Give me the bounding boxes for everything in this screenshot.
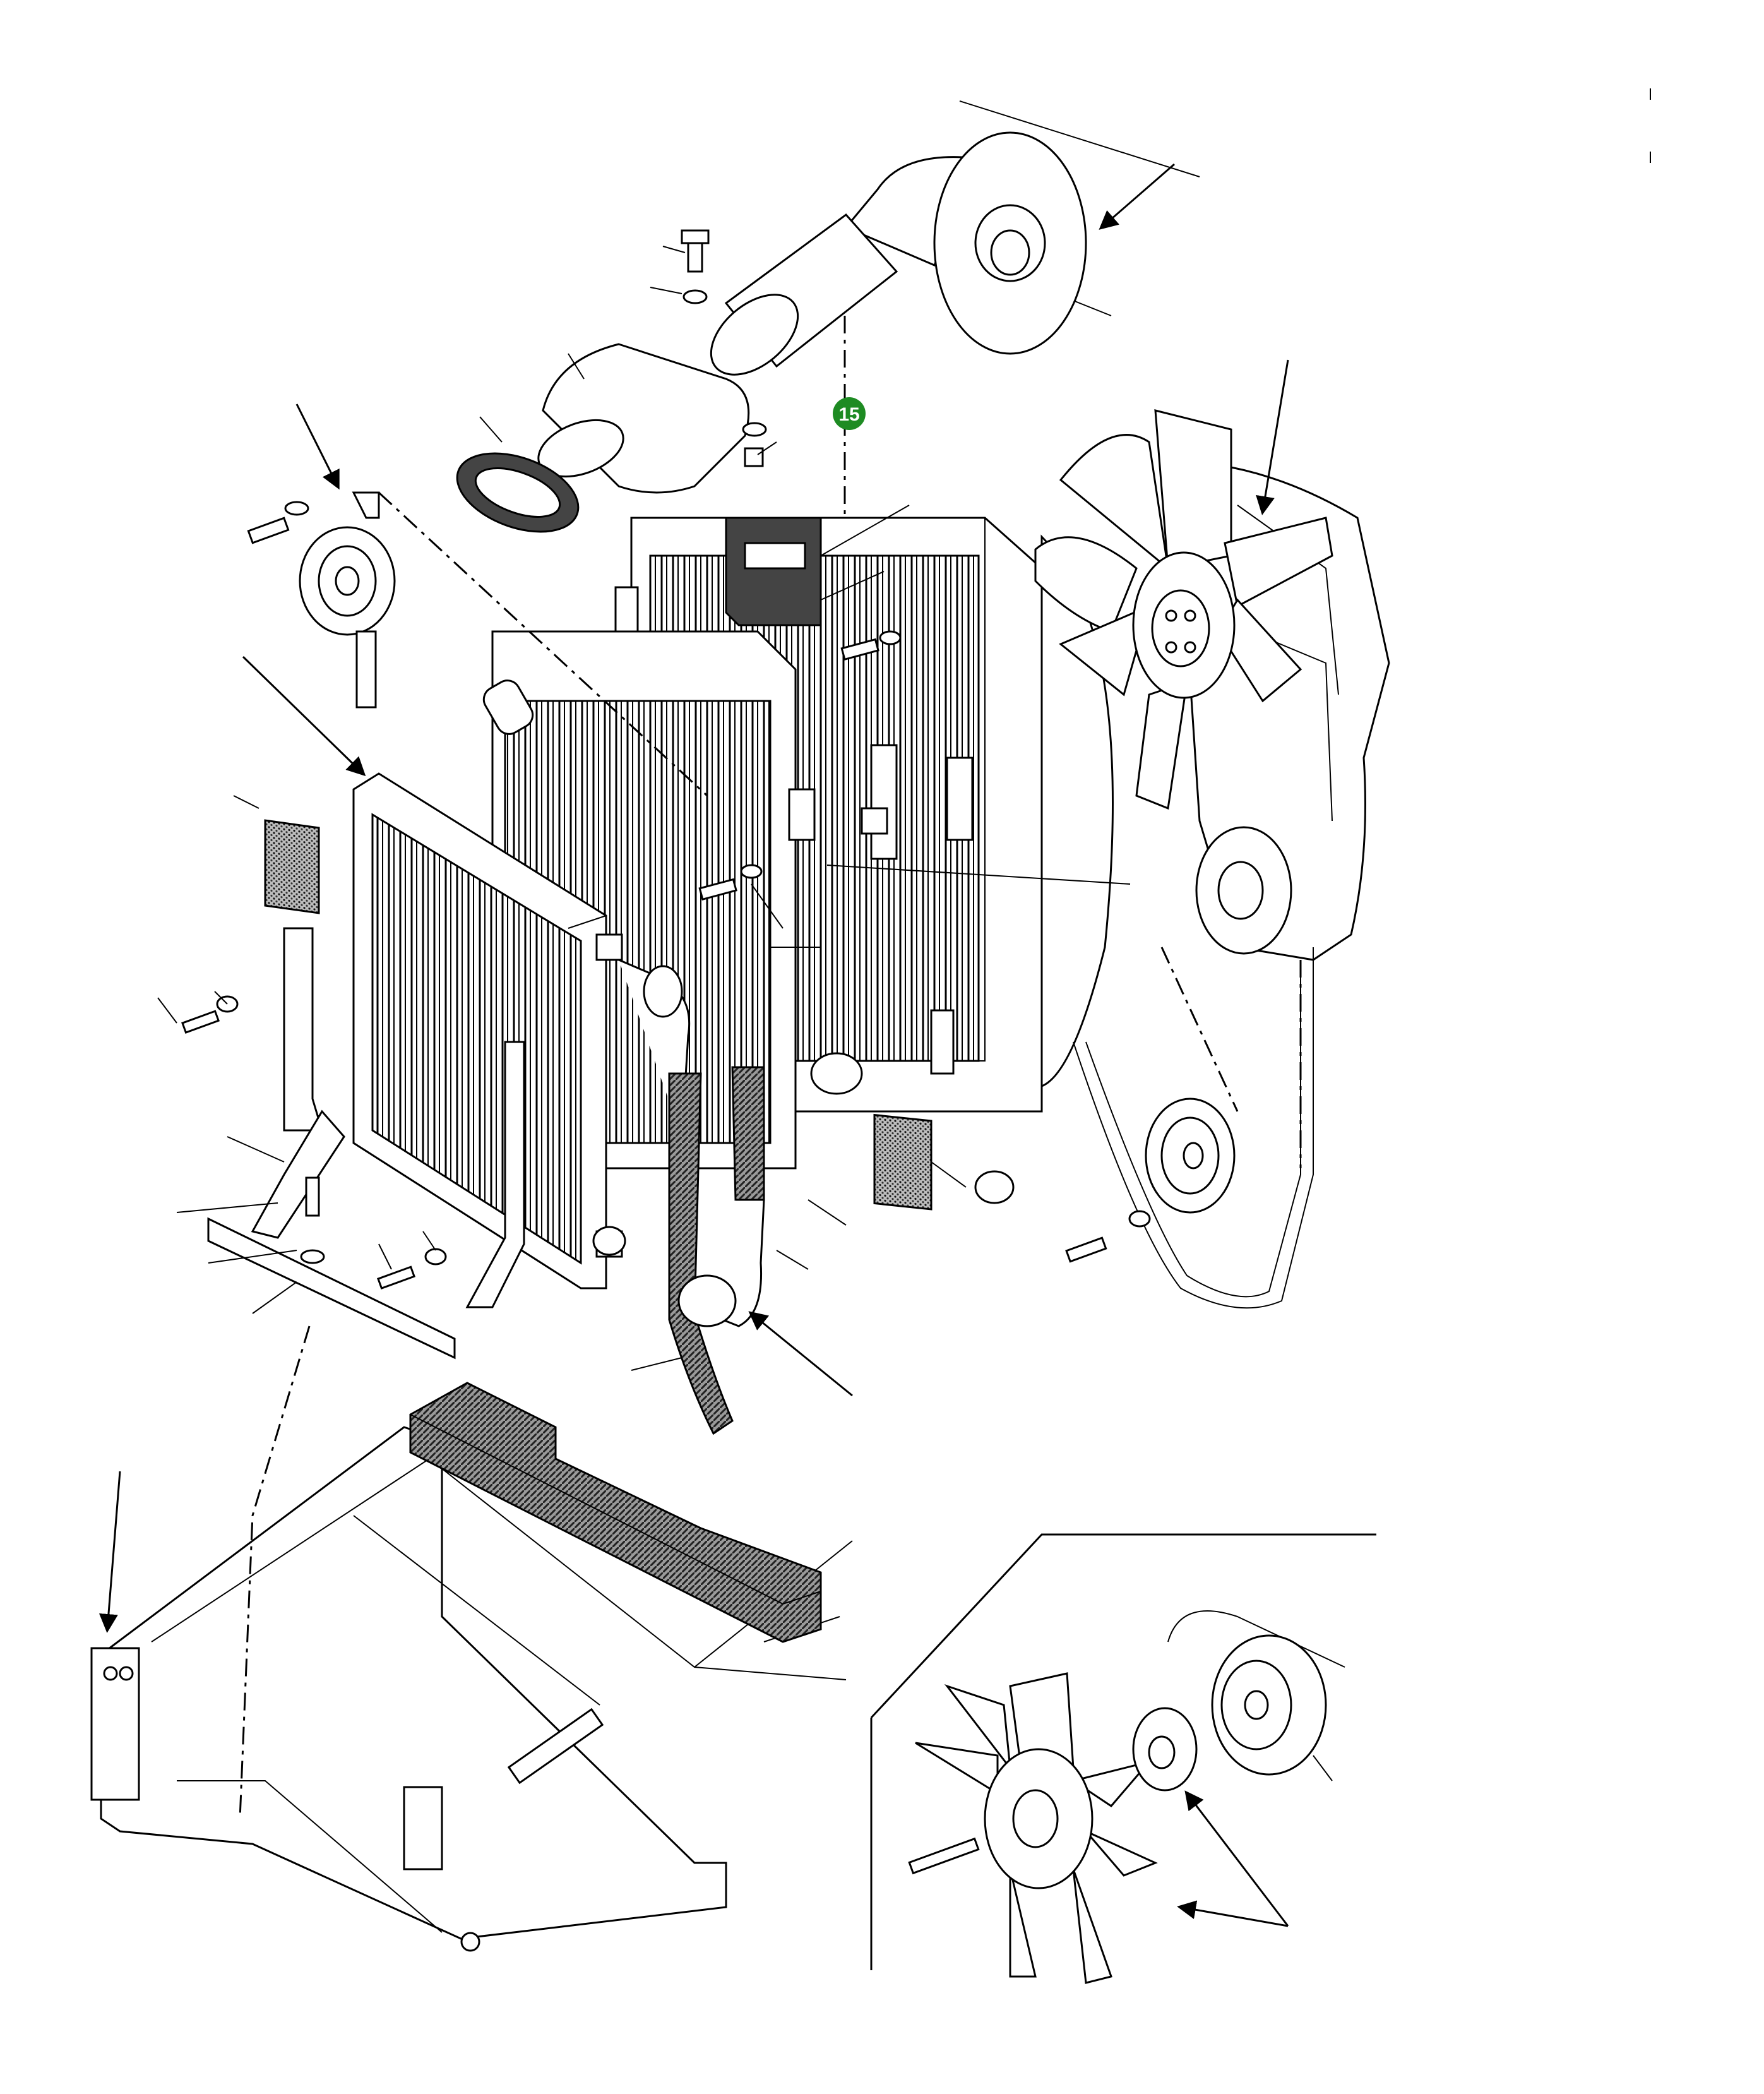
rubber-block-left	[233, 795, 320, 914]
inset-fan	[908, 1672, 1158, 1984]
clamp-washer	[742, 422, 767, 437]
horn-arrow	[295, 404, 340, 490]
chassis-arrow	[98, 1471, 121, 1633]
horn	[247, 491, 396, 709]
rubber-block-right	[873, 1113, 967, 1211]
radiator-bracket	[861, 744, 955, 1075]
leader-lines	[157, 441, 1131, 1642]
oil-cooler	[352, 772, 623, 1289]
top-bolt	[650, 229, 710, 304]
inset-arrow	[1177, 1790, 1289, 1927]
hose-arrow	[748, 1311, 853, 1397]
fan-arrow	[1256, 359, 1289, 515]
inset-pulley	[1167, 1610, 1345, 1781]
clamp-nut	[744, 447, 764, 467]
chassis-leader	[239, 1325, 311, 1819]
pulley-leader	[1160, 947, 1239, 1112]
foam-strip	[409, 1382, 822, 1643]
inset-frame	[870, 1533, 1376, 1970]
chassis-frame	[90, 1426, 853, 1952]
air-cleaner	[710, 100, 1200, 376]
air-duct-hose	[537, 343, 750, 494]
oil-cooler-arrow	[242, 655, 366, 777]
callout-badge[interactable]: 15	[833, 397, 866, 430]
pulley-and-belt	[1065, 826, 1314, 1309]
horn-leader	[378, 491, 708, 797]
callout-number[interactable]: 15	[838, 404, 859, 425]
cooling-fan	[1034, 409, 1333, 810]
cooler-hoses	[592, 959, 765, 1435]
middle-bolts	[698, 630, 902, 901]
air-duct-seal	[456, 416, 580, 533]
air-cleaner-arrow	[1099, 163, 1175, 230]
callout-circle[interactable]	[833, 397, 866, 430]
oil-cooler-bracket	[181, 927, 525, 1360]
inset-hub	[1132, 1707, 1198, 1792]
